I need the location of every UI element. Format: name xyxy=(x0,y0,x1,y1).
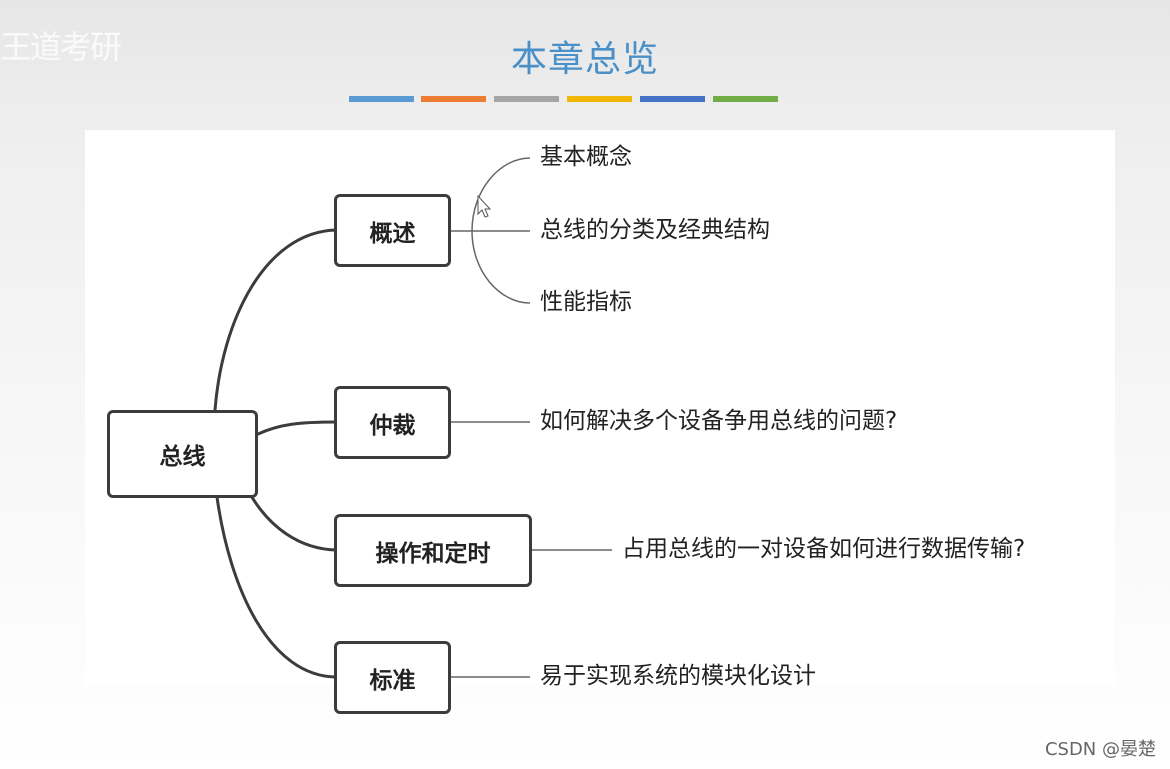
diagram-panel xyxy=(85,130,1115,685)
mouse-cursor-icon xyxy=(477,194,492,218)
color-bar-3 xyxy=(494,96,559,102)
slide-title: 本章总览 xyxy=(510,39,659,80)
color-bar-5 xyxy=(640,96,705,102)
watermark-logo: 王道考研 xyxy=(0,28,122,66)
leaf-arbitration-question: 如何解决多个设备争用总线的问题? xyxy=(540,408,898,434)
connector-root-overview xyxy=(213,228,338,412)
connector-root-arbitration xyxy=(256,420,338,436)
credit-text: CSDN @晏楚 xyxy=(1044,739,1156,760)
connector-root-operation xyxy=(248,492,338,552)
connector-leaf-performance xyxy=(471,230,531,304)
leaf-modular-design: 易于实现系统的模块化设计 xyxy=(540,663,816,689)
color-bar-1 xyxy=(349,96,414,102)
color-bar-2 xyxy=(421,96,486,102)
branch-node-arbitration: 仲裁 xyxy=(334,386,451,459)
leaf-transfer-question: 占用总线的一对设备如何进行数据传输? xyxy=(622,536,1026,562)
leaf-performance-metrics: 性能指标 xyxy=(540,289,632,315)
connector-leaf-basic xyxy=(471,157,531,232)
color-bar-6 xyxy=(713,96,778,102)
branch-node-overview: 概述 xyxy=(334,194,451,267)
leaf-basic-concepts: 基本概念 xyxy=(540,144,632,170)
root-node: 总线 xyxy=(107,410,258,498)
branch-node-standard: 标准 xyxy=(334,641,451,714)
color-bar-4 xyxy=(567,96,632,102)
branch-node-operation-timing: 操作和定时 xyxy=(334,514,532,587)
leaf-classification-structure: 总线的分类及经典结构 xyxy=(540,217,770,243)
connector-root-standard xyxy=(215,495,338,679)
